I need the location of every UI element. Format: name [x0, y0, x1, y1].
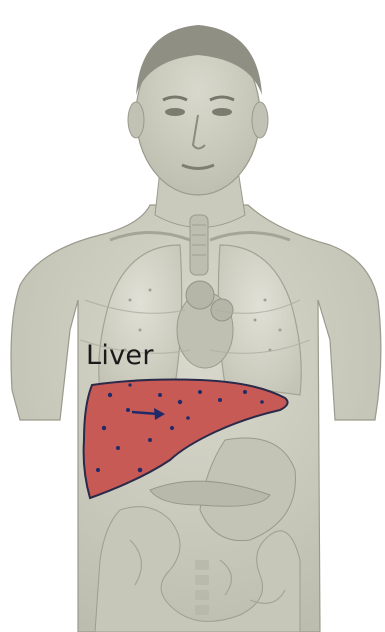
- organ-label: Liver: [86, 340, 154, 371]
- right-ear: [252, 102, 268, 138]
- right-eye: [212, 108, 232, 116]
- left-eye: [165, 108, 185, 116]
- left-ear: [128, 102, 144, 138]
